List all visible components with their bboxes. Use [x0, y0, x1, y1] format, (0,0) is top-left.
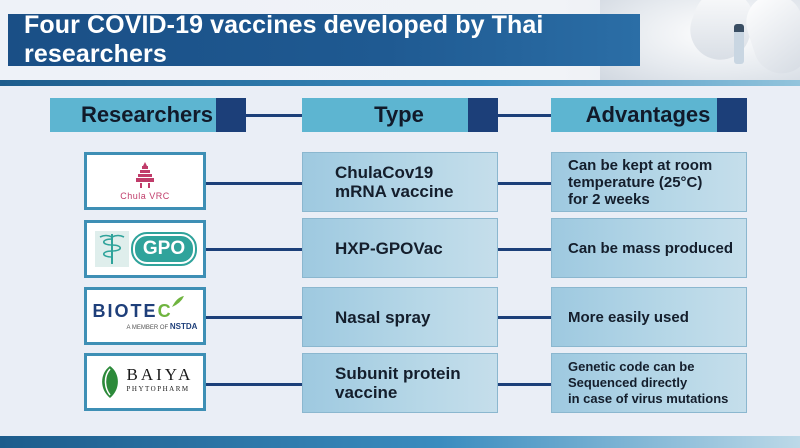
type-cell-1: ChulaCov19 mRNA vaccine — [302, 152, 498, 212]
header-advantages-label: Advantages — [585, 102, 711, 127]
page-title-text: Four COVID-19 vaccines developed by Thai… — [24, 11, 544, 68]
baiya-logo: BAIYA PHYTOPHARM — [97, 365, 194, 399]
page-title: Four COVID-19 vaccines developed by Thai… — [8, 11, 640, 68]
type-line: HXP-GPOVac — [335, 238, 443, 258]
advantage-line: More easily used — [568, 308, 689, 326]
advantage-cell-4: Genetic code can be Sequenced directly i… — [551, 353, 747, 413]
type-line: vaccine — [335, 383, 398, 402]
biotec-label-main: BIOTE — [92, 301, 158, 321]
baiya-name: BAIYA PHYTOPHARM — [126, 365, 194, 396]
type-cell-2: HXP-GPOVac — [302, 218, 498, 278]
type-line: mRNA vaccine — [335, 182, 454, 201]
header-connector-2 — [497, 114, 553, 117]
header-connector-1 — [245, 114, 305, 117]
logo-biotec: BIOTEC A MEMBER OF NSTDA — [84, 287, 206, 345]
header-type-label: Type — [374, 102, 424, 127]
chula-crest-icon — [136, 162, 154, 188]
advantage-cell-2: Can be mass produced — [551, 218, 747, 278]
logo-chula-vrc: Chula VRC — [84, 152, 206, 210]
chula-logo: Chula VRC — [120, 161, 170, 201]
biotec-subtitle: A MEMBER OF NSTDA — [127, 322, 198, 331]
advantage-cell-3: More easily used — [551, 287, 747, 347]
type-line: ChulaCov19 — [335, 163, 434, 182]
header-advantages: Advantages — [551, 98, 747, 132]
baiya-leaf-icon — [101, 366, 118, 398]
logo-gpo: GPO — [84, 220, 206, 278]
gpo-caduceus-icon — [94, 231, 129, 267]
advantage-line: Sequenced directly — [568, 375, 688, 390]
logo-baiya: BAIYA PHYTOPHARM — [84, 353, 206, 411]
type-cell-4: Subunit protein vaccine — [302, 353, 498, 413]
biotec-wordmark: BIOTEC — [92, 296, 184, 322]
advantage-cell-1: Can be kept at room temperature (25°C) f… — [551, 152, 747, 212]
biotec-label-accent: C — [157, 301, 173, 321]
gpo-logo-label: GPO — [130, 232, 198, 266]
header-type: Type — [302, 98, 498, 132]
biotec-sub-nstda: NSTDA — [169, 322, 198, 331]
advantage-line: Can be mass produced — [568, 239, 734, 257]
type-line: Nasal spray — [335, 307, 431, 327]
header-researchers-label: Researchers — [80, 102, 214, 127]
advantage-line: temperature (25°C) — [568, 173, 703, 191]
vaccine-vial-icon — [734, 24, 744, 64]
chula-logo-label: Chula VRC — [120, 191, 170, 201]
gpo-logo: GPO — [94, 231, 198, 267]
top-stripe — [0, 80, 800, 86]
advantage-line: Genetic code can be — [568, 359, 695, 374]
type-line: Subunit protein — [335, 364, 461, 383]
baiya-logo-label: BAIYA — [126, 365, 194, 384]
type-cell-3: Nasal spray — [302, 287, 498, 347]
baiya-logo-sublabel: PHYTOPHARM — [126, 385, 190, 393]
header-researchers: Researchers — [50, 98, 246, 132]
biotec-sub-member: A MEMBER OF — [126, 325, 169, 331]
advantage-line: for 2 weeks — [568, 190, 650, 208]
advantage-line: in case of virus mutations — [568, 391, 729, 406]
biotec-logo: BIOTEC A MEMBER OF NSTDA — [92, 296, 198, 331]
bottom-stripe — [0, 436, 800, 448]
advantage-line: Can be kept at room — [568, 156, 713, 174]
biotec-leaf-icon — [171, 296, 184, 307]
